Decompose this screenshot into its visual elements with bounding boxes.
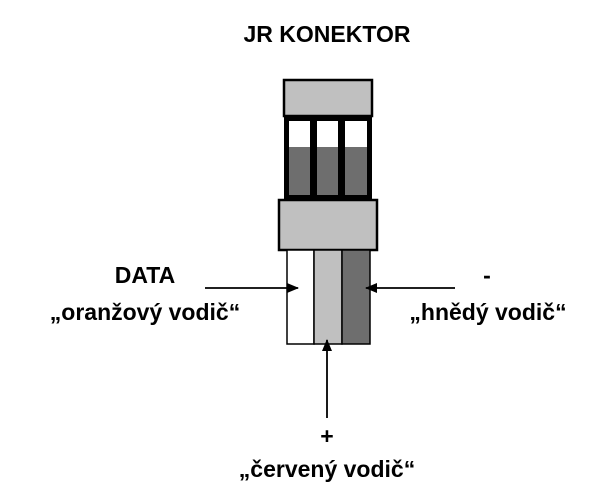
label-minus: - bbox=[483, 262, 491, 288]
contact-slot-2-top bbox=[317, 121, 338, 147]
label-brown-wire: „hnědý vodič“ bbox=[409, 299, 566, 325]
contact-slot-3-top bbox=[345, 121, 367, 147]
label-orange-wire: „oranžový vodič“ bbox=[50, 299, 240, 325]
wire-brown-minus bbox=[341, 249, 371, 345]
label-red-wire: „červený vodič“ bbox=[239, 456, 415, 482]
wire-red-plus bbox=[313, 249, 343, 345]
label-plus: + bbox=[320, 423, 333, 449]
contact-slot-3-pin bbox=[345, 147, 367, 195]
wire-orange-data bbox=[286, 249, 315, 345]
contact-slot-1-top bbox=[289, 121, 310, 147]
connector-wires bbox=[286, 249, 371, 345]
connector-lower-body bbox=[277, 198, 379, 252]
connector-top-cap bbox=[282, 78, 374, 118]
connector-contacts bbox=[289, 121, 367, 195]
contact-slot-2-pin bbox=[317, 147, 338, 195]
label-data: DATA bbox=[115, 262, 175, 288]
diagram-title: JR KONEKTOR bbox=[244, 21, 411, 47]
contact-slot-1-pin bbox=[289, 147, 310, 195]
